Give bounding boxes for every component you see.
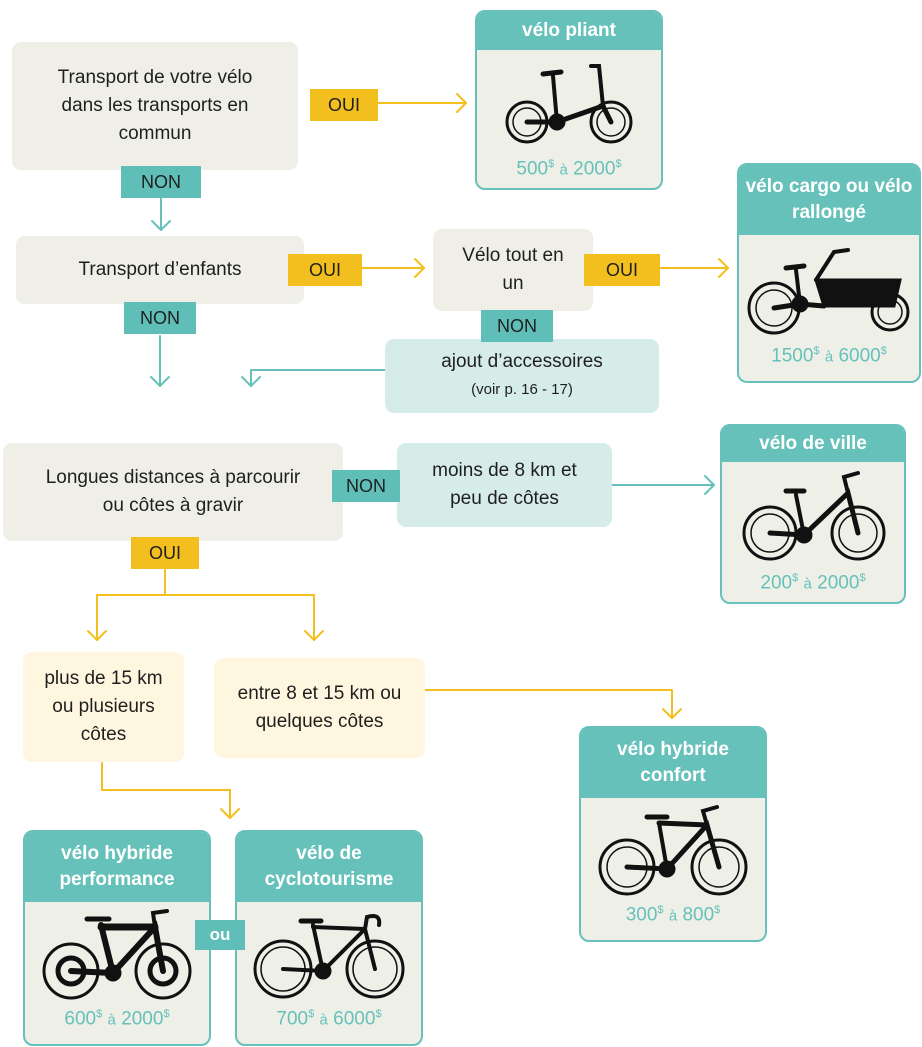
card-velo-hybride-confort: vélo hybride confort 300$ à 800$ [579, 726, 767, 942]
non-text: NON [141, 171, 181, 192]
question-tout-en-un-text: Vélo tout en un [462, 245, 564, 294]
oui-text: OUI [327, 94, 360, 115]
plus-15-box: plus de 15 km ou plusieurs côtes [23, 652, 184, 762]
accessoires-text: ajout d’accessoires [441, 351, 603, 372]
folding-bike-icon [477, 50, 661, 158]
card-title: vélo hybride performance [25, 832, 209, 902]
entre-8-15-box: entre 8 et 15 km ou quelques côtes [214, 658, 425, 758]
question-tout-en-un: Vélo tout en un [433, 229, 593, 311]
currency: $ [859, 572, 866, 584]
oui-text: OUI [605, 259, 638, 280]
price-joiner: à [319, 1011, 328, 1029]
hybrid-performance-bike-icon [25, 902, 209, 1008]
currency: $ [813, 345, 820, 357]
price-max: 2000 [121, 1008, 164, 1030]
oui-label-tout-en-un: OUI [584, 254, 660, 286]
price-max: 2000 [817, 572, 860, 594]
price-max: 6000 [333, 1008, 376, 1030]
currency: $ [375, 1008, 382, 1020]
price-joiner: à [803, 575, 812, 593]
price-min: 300 [625, 904, 658, 926]
cargo-bike-icon [739, 235, 919, 345]
price-min: 1500 [771, 345, 814, 367]
ou-label: ou [195, 920, 245, 950]
card-price: 500$ à 2000$ [477, 158, 661, 180]
city-bike-icon [722, 462, 904, 572]
price-min: 600 [64, 1008, 97, 1030]
price-min: 700 [276, 1008, 309, 1030]
card-title: vélo cargo ou vélo rallongé [739, 165, 919, 235]
plus-15-text: plus de 15 km ou plusieurs côtes [44, 668, 163, 745]
price-joiner: à [107, 1011, 116, 1029]
price-min: 500 [516, 158, 549, 180]
card-price: 600$ à 2000$ [25, 1008, 209, 1030]
price-joiner: à [668, 907, 678, 925]
currency: $ [657, 904, 664, 916]
accessoires-ref: (voir p. 16 - 17) [471, 381, 573, 398]
oui-text: OUI [148, 542, 181, 563]
question-transport-commun-text: Transport de votre vélo dans les transpo… [57, 67, 253, 144]
currency: $ [96, 1008, 103, 1020]
touring-bike-icon [237, 902, 421, 1008]
question-enfants: Transport d’enfants [16, 236, 304, 304]
non-text: NON [497, 315, 537, 336]
card-title: vélo hybride confort [581, 728, 765, 798]
non-text: NON [140, 307, 180, 328]
accessoires-box: ajout d’accessoires (voir p. 16 - 17) [385, 339, 659, 413]
card-price: 1500$ à 6000$ [739, 345, 919, 367]
non-label-enfants: NON [124, 302, 196, 334]
price-joiner: à [559, 161, 568, 179]
card-velo-hybride-performance: vélo hybride performance 600$ à 2000$ [23, 830, 211, 1046]
question-longues-distances-text: Longues distances à parcourir ou côtes à… [45, 467, 301, 516]
question-enfants-text: Transport d’enfants [78, 259, 242, 280]
card-title: vélo pliant [477, 12, 661, 50]
ou-text: ou [209, 925, 231, 944]
question-transport-commun: Transport de votre vélo dans les transpo… [12, 42, 298, 170]
price-min: 200 [760, 572, 793, 594]
price-max: 6000 [838, 345, 881, 367]
card-velo-cyclotourisme: vélo de cyclotourisme 700$ à 6000$ [235, 830, 423, 1046]
oui-label-transport-commun: OUI [310, 89, 378, 121]
card-velo-pliant: vélo pliant 500$ à 2000$ [475, 10, 663, 190]
currency: $ [615, 158, 622, 170]
non-label-tout-en-un: NON [481, 310, 553, 342]
oui-label-enfants: OUI [288, 254, 362, 286]
card-price: 200$ à 2000$ [722, 572, 904, 594]
oui-label-longues-distances: OUI [131, 537, 199, 569]
card-title: vélo de ville [722, 426, 904, 462]
currency: $ [792, 572, 799, 584]
currency: $ [163, 1008, 170, 1020]
card-velo-ville: vélo de ville 200$ à 2000$ [720, 424, 906, 604]
oui-text: OUI [308, 259, 341, 280]
non-label-longues-distances: NON [332, 470, 400, 502]
hybrid-comfort-bike-icon [581, 798, 765, 904]
non-text: NON [346, 475, 386, 496]
card-velo-cargo: vélo cargo ou vélo rallongé 1500$ à 6000… [737, 163, 921, 383]
currency: $ [714, 904, 721, 916]
price-joiner: à [824, 348, 834, 366]
moins-8-text: moins de 8 km et peu de côtes [432, 460, 577, 509]
non-label-transport-commun: NON [121, 166, 201, 198]
card-price: 700$ à 6000$ [237, 1008, 421, 1030]
currency: $ [880, 345, 887, 357]
currency: $ [548, 158, 555, 170]
card-title: vélo de cyclotourisme [237, 832, 421, 902]
price-max: 2000 [573, 158, 616, 180]
currency: $ [308, 1008, 315, 1020]
question-longues-distances: Longues distances à parcourir ou côtes à… [3, 443, 343, 541]
entre-8-15-text: entre 8 et 15 km ou quelques côtes [237, 683, 402, 732]
price-max: 800 [682, 904, 715, 926]
card-price: 300$ à 800$ [581, 904, 765, 926]
moins-8-box: moins de 8 km et peu de côtes [397, 443, 612, 527]
